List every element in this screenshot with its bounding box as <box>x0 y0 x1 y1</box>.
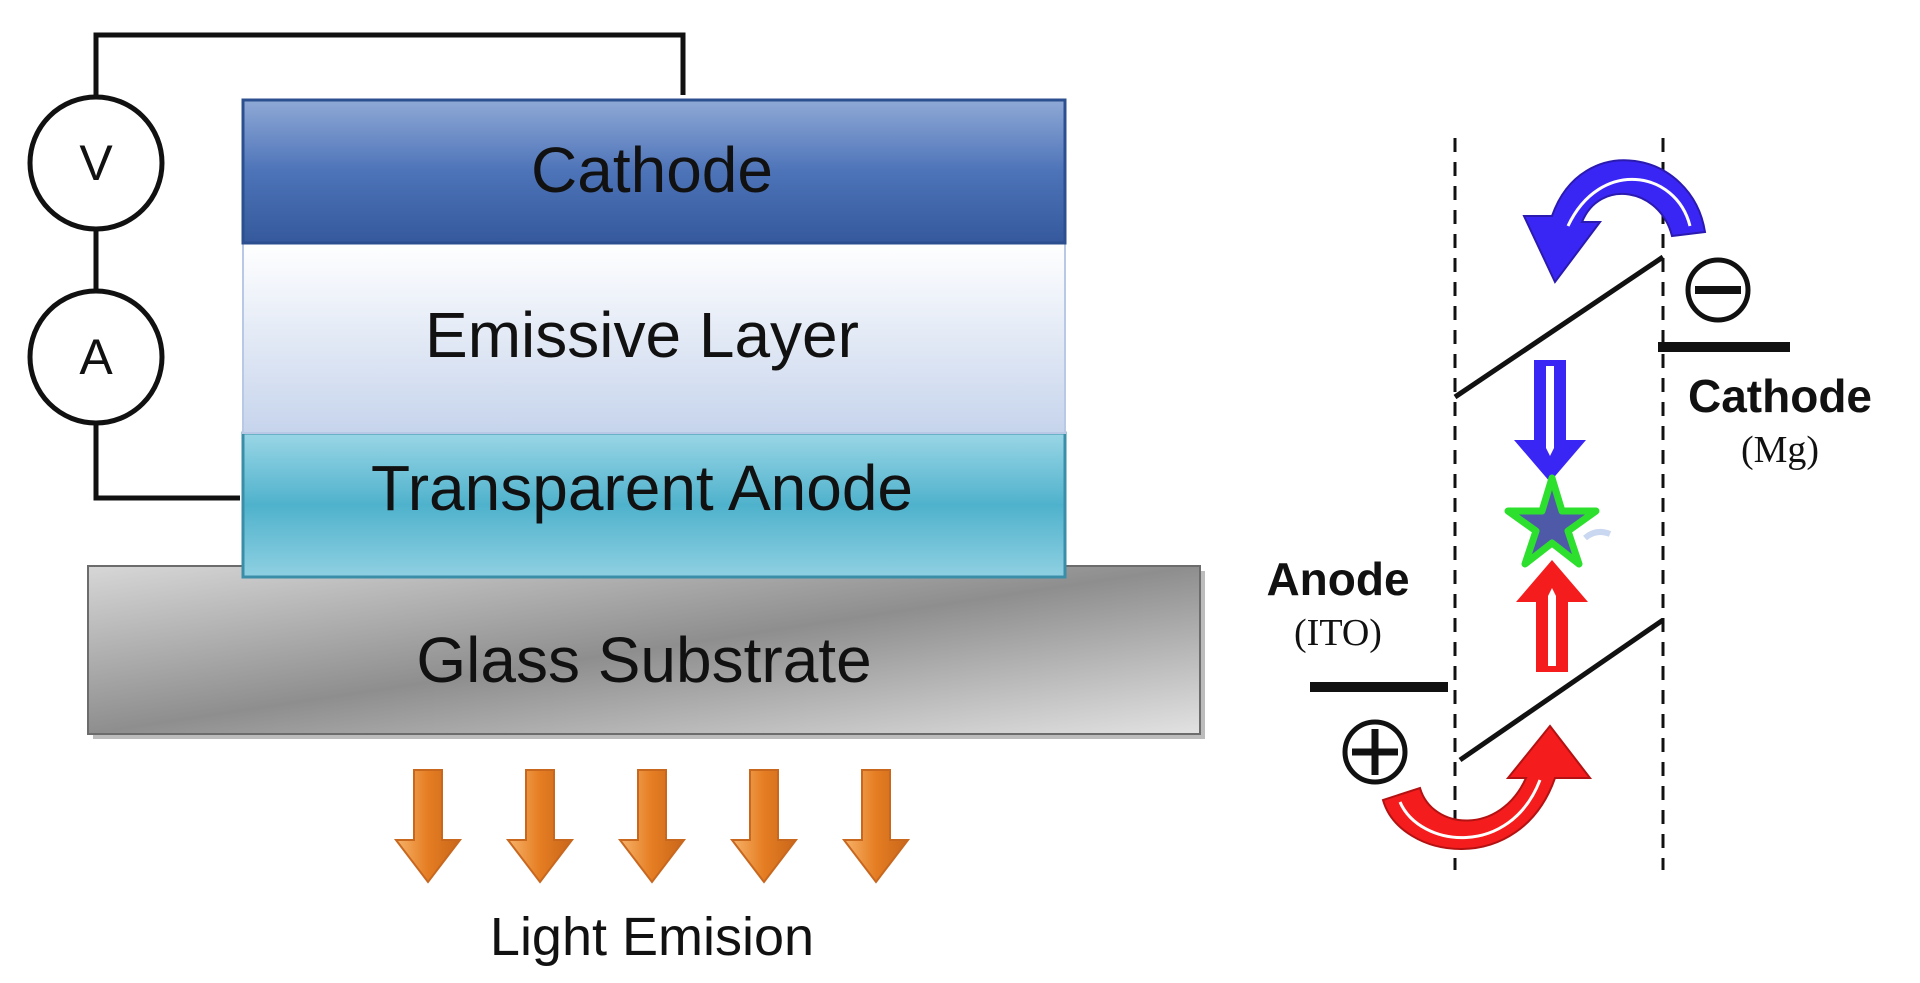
hole-arrow-icon <box>1516 560 1588 672</box>
light-emission-label: Light Emision <box>490 907 814 967</box>
electron-arrow-icon <box>1514 360 1586 482</box>
light-arrow-icon <box>507 769 573 883</box>
minus-icon <box>1685 257 1751 323</box>
hole-arrow-icon <box>1381 724 1593 850</box>
light-arrow-icon <box>619 769 685 883</box>
transparent-anode-layer: Transparent Anode <box>241 431 1067 579</box>
plus-icon <box>1342 719 1408 785</box>
light-arrow-icon <box>843 769 909 883</box>
electron-arrow-icon <box>1522 159 1707 284</box>
glass-substrate-layer: Glass Substrate <box>87 565 1205 739</box>
exciton-star-icon <box>1504 474 1612 568</box>
transparent-anode-label: Transparent Anode <box>371 452 913 524</box>
voltmeter-icon: V <box>27 94 165 232</box>
glass-substrate-label: Glass Substrate <box>416 624 871 696</box>
band-anode-material: (ITO) <box>1294 612 1382 654</box>
light-emission-arrows <box>395 769 909 883</box>
circuit-wires <box>93 32 686 501</box>
band-anode-label: Anode <box>1266 553 1409 605</box>
lumo-level <box>1453 254 1665 400</box>
cathode-label: Cathode <box>531 134 773 206</box>
light-arrow-icon <box>395 769 461 883</box>
emissive-layer: Emissive Layer <box>242 242 1066 434</box>
voltmeter-label: V <box>79 135 113 191</box>
band-diagram: Anode (ITO) Cathode (Mg) <box>1266 138 1872 870</box>
emissive-layer-label: Emissive Layer <box>425 299 859 371</box>
ammeter-label: A <box>79 329 113 385</box>
light-arrow-icon <box>731 769 797 883</box>
band-cathode-material: (Mg) <box>1741 429 1819 471</box>
band-cathode-label: Cathode <box>1688 370 1872 422</box>
cathode-layer: Cathode <box>241 98 1067 245</box>
homo-level <box>1458 617 1665 763</box>
ammeter-icon: A <box>27 288 165 426</box>
